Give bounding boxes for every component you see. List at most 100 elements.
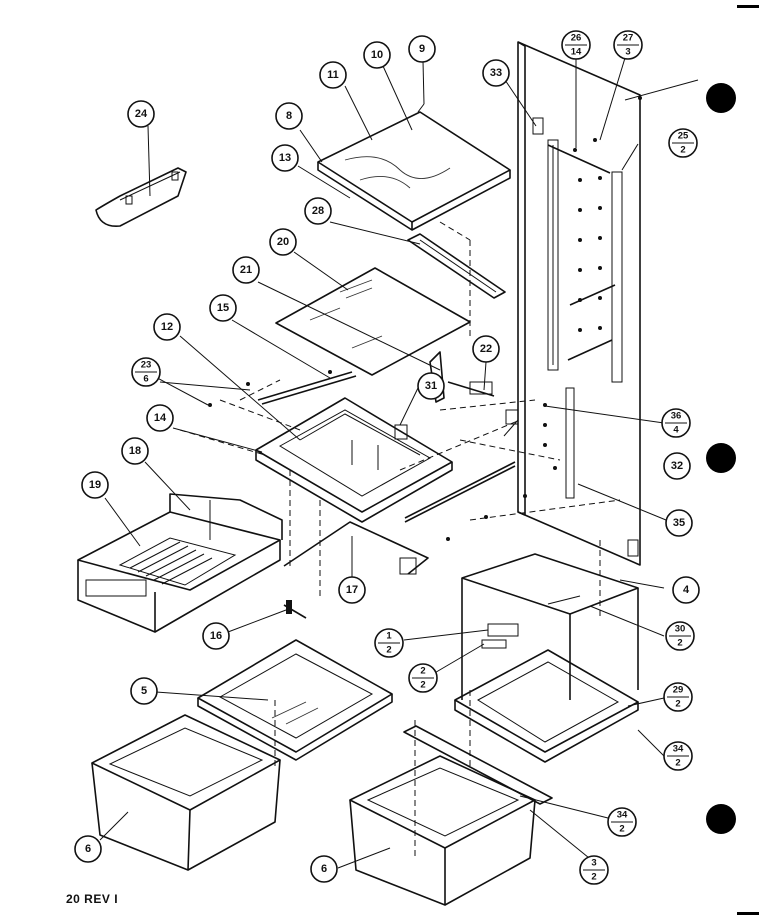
revision-label: 20 REV I: [66, 892, 119, 906]
corner-mark-bottom: [737, 912, 759, 915]
svg-text:14: 14: [571, 47, 582, 58]
callout-1-2: 12: [374, 628, 404, 658]
svg-text:23: 23: [141, 360, 152, 371]
callout-5: 5: [130, 677, 158, 705]
callout-21: 21: [232, 256, 260, 284]
callout-16: 16: [202, 622, 230, 650]
pan-rail: [403, 725, 553, 805]
shelf-bracket: [429, 351, 519, 425]
svg-text:34: 34: [673, 744, 684, 755]
callout-35: 35: [665, 509, 693, 537]
svg-text:32: 32: [671, 460, 683, 472]
svg-text:6: 6: [143, 374, 148, 385]
svg-text:2: 2: [591, 872, 596, 883]
svg-text:11: 11: [327, 69, 339, 81]
svg-text:18: 18: [129, 445, 141, 457]
callout-29-2: 292: [663, 682, 693, 712]
crisper-cover-frame: [255, 397, 453, 523]
callout-20: 20: [269, 228, 297, 256]
svg-text:33: 33: [490, 67, 502, 79]
svg-text:31: 31: [425, 380, 437, 392]
crisper-pan-left: [91, 714, 281, 871]
svg-text:2: 2: [675, 758, 680, 769]
callout-6-left: 6: [74, 835, 102, 863]
svg-text:28: 28: [312, 205, 324, 217]
svg-text:15: 15: [217, 302, 229, 314]
svg-text:2: 2: [680, 145, 685, 156]
callout-10: 10: [363, 41, 391, 69]
crisper-pan-right: [349, 755, 536, 906]
svg-text:35: 35: [673, 517, 685, 529]
svg-text:34: 34: [617, 810, 628, 821]
callout-22: 22: [472, 335, 500, 363]
svg-text:2: 2: [420, 666, 425, 677]
svg-text:8: 8: [286, 110, 292, 122]
callout-12: 12: [153, 313, 181, 341]
svg-text:24: 24: [135, 108, 148, 120]
callout-6-right: 6: [310, 855, 338, 883]
callout-13: 13: [271, 144, 299, 172]
svg-text:2: 2: [677, 638, 682, 649]
punch-hole-top: [706, 83, 736, 113]
callout-2-2: 22: [408, 663, 438, 693]
callout-11: 11: [319, 61, 347, 89]
svg-text:2: 2: [619, 824, 624, 835]
callout-8: 8: [275, 102, 303, 130]
svg-text:20: 20: [277, 236, 289, 248]
callout-15: 15: [209, 294, 237, 322]
svg-text:22: 22: [480, 343, 492, 355]
svg-text:13: 13: [279, 152, 291, 164]
right-glass-shelf: [454, 649, 639, 763]
leader-lines: [99, 57, 667, 869]
right-crisper-box: [461, 553, 639, 700]
svg-text:16: 16: [210, 630, 222, 642]
callout-3-2: 32: [579, 855, 609, 885]
svg-text:9: 9: [419, 43, 425, 55]
punch-hole-bottom: [706, 804, 736, 834]
svg-text:6: 6: [85, 843, 91, 855]
svg-text:19: 19: [89, 479, 101, 491]
svg-text:6: 6: [321, 863, 327, 875]
svg-text:5: 5: [141, 685, 147, 697]
callout-28: 28: [304, 197, 332, 225]
punch-hole-middle: [706, 443, 736, 473]
svg-text:26: 26: [571, 33, 582, 44]
callout-32: 32: [663, 452, 691, 480]
svg-text:27: 27: [623, 33, 634, 44]
top-glass-shelf: [317, 103, 511, 231]
callout-27-3: 273: [613, 30, 643, 60]
callout-18: 18: [121, 437, 149, 465]
door-bin: [95, 167, 187, 227]
callout-36-4: 364: [661, 408, 691, 438]
callout-14: 14: [146, 404, 174, 432]
callout-9: 9: [408, 35, 436, 63]
callout-34-2-a: 342: [663, 741, 693, 771]
svg-text:12: 12: [161, 321, 173, 333]
svg-text:3: 3: [591, 858, 596, 869]
svg-text:25: 25: [678, 131, 689, 142]
svg-text:14: 14: [154, 412, 167, 424]
corner-mark-top: [737, 5, 759, 8]
svg-text:36: 36: [671, 411, 682, 422]
svg-text:21: 21: [240, 264, 252, 276]
callout-30-2: 302: [665, 621, 695, 651]
shelf-rods: [208, 370, 527, 541]
svg-text:29: 29: [673, 685, 684, 696]
shelf-rail: [407, 233, 506, 299]
callout-34-2-b: 342: [607, 807, 637, 837]
support-frame: [283, 521, 429, 575]
callout-4: 4: [672, 576, 700, 604]
callout-33: 33: [482, 59, 510, 87]
svg-text:17: 17: [346, 584, 358, 596]
callout-17: 17: [338, 576, 366, 604]
svg-text:2: 2: [675, 699, 680, 710]
crisper-drawer: [77, 493, 283, 633]
crisper-clip: [283, 600, 307, 619]
callout-23-6: 236: [131, 357, 161, 387]
svg-text:4: 4: [673, 425, 679, 436]
alignment-lines: [179, 221, 621, 860]
callout-19: 19: [81, 471, 109, 499]
svg-text:1: 1: [386, 631, 392, 642]
svg-text:30: 30: [675, 624, 686, 635]
